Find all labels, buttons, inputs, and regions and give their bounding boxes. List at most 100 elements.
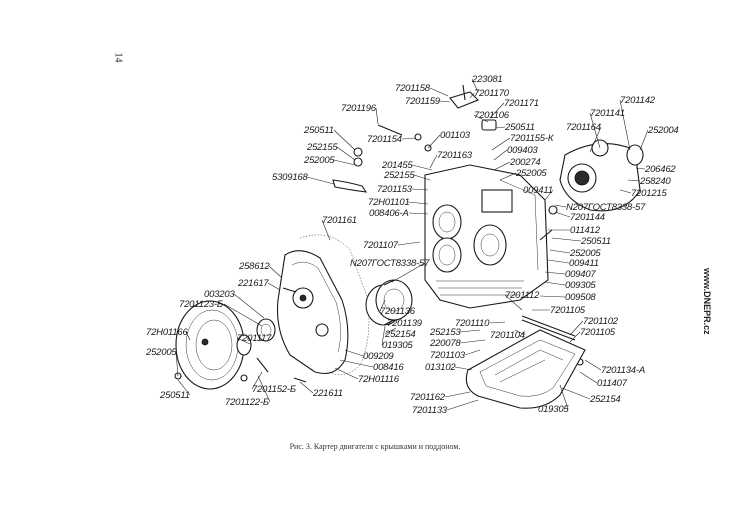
leader-line: [589, 126, 602, 153]
leader-line: [267, 282, 281, 291]
part-label: 221617: [237, 278, 269, 289]
leader-line: [539, 295, 566, 298]
part-label: 7201170: [474, 88, 510, 99]
part-label: 221611: [312, 388, 343, 399]
part-label: 7201133: [412, 405, 448, 416]
part-label: 250511: [504, 122, 535, 133]
part-label: 7201158: [395, 83, 431, 94]
leader-line: [446, 399, 479, 411]
leader-line: [464, 349, 481, 356]
part-label: 7201163: [437, 150, 473, 161]
leader-line: [429, 87, 449, 97]
part-label: 011412: [570, 225, 601, 236]
leader-line: [407, 201, 429, 205]
part-label: 7201215: [631, 188, 668, 199]
leader-line: [619, 99, 631, 151]
leader-line: [579, 371, 598, 384]
leader-line: [413, 174, 431, 181]
leader-line: [251, 371, 263, 390]
leader-line: [544, 189, 554, 201]
part-label: 250511: [303, 125, 334, 136]
leader-line: [589, 112, 601, 149]
leader-line: [635, 167, 646, 170]
part-label: 009508: [565, 292, 596, 303]
leader-line: [375, 107, 379, 125]
part-label: 7201122-Б: [225, 397, 269, 408]
leader-line: [175, 351, 179, 377]
parts-drawing: [174, 84, 644, 409]
part-label: 011407: [597, 378, 628, 389]
part-label: 258612: [238, 261, 270, 272]
leader-line: [459, 339, 486, 344]
part-label: 7201153: [377, 184, 413, 195]
part-label: 252004: [647, 125, 679, 136]
part-label: 019305: [382, 340, 413, 351]
leader-line: [491, 137, 511, 151]
watermark: www.DNEPR.cz: [702, 268, 712, 335]
part-label: 7201196: [341, 103, 377, 114]
part-label: 201455: [381, 160, 413, 171]
part-label: 009411: [523, 185, 553, 196]
part-label: 7201164: [566, 122, 601, 133]
leader-line: [584, 359, 602, 371]
part-label: 008406-А: [369, 208, 409, 219]
part-label: 7201142: [620, 95, 656, 106]
leader-line: [444, 391, 471, 398]
part-label: 7201102: [583, 316, 619, 327]
bearing-housing-part: [365, 279, 413, 326]
leader-line: [411, 188, 429, 191]
part-label: 7201162: [410, 392, 446, 403]
leader-line: [177, 379, 191, 396]
leader-line: [549, 249, 571, 254]
part-label: 7201144: [570, 212, 605, 223]
part-label: 019305: [538, 404, 569, 415]
leader-line: [469, 92, 475, 99]
part-label: 252005: [515, 168, 547, 179]
leader-line: [495, 126, 506, 129]
part-label: 009305: [565, 280, 596, 291]
part-label: 252154: [384, 329, 416, 340]
leader-line: [185, 331, 191, 341]
part-label: 7201136: [380, 306, 416, 317]
leader-line: [514, 329, 526, 336]
leader-line: [334, 367, 359, 380]
leader-line: [321, 219, 331, 241]
part-label: 7201103: [430, 350, 466, 361]
part-label: 008416: [373, 362, 404, 373]
part-label: 7201105: [550, 305, 586, 316]
part-label: 72Н01116: [358, 374, 400, 385]
part-label: 200274: [509, 157, 541, 168]
leader-line: [493, 161, 511, 171]
leader-line: [379, 299, 386, 312]
part-label: 7201112: [505, 290, 540, 301]
part-label: 223081: [471, 74, 503, 85]
part-label: 7201161: [322, 215, 357, 226]
part-label: 252155: [306, 142, 338, 153]
leader-line: [401, 137, 417, 140]
leader-line: [489, 321, 506, 324]
leader-line: [473, 114, 489, 123]
part-label: 7201155-К: [510, 133, 555, 144]
leader-lines: [175, 78, 649, 411]
leader-line: [336, 146, 356, 161]
timing-cover-part: [276, 250, 349, 375]
part-label: 7201171: [504, 98, 539, 109]
part-label: 252005: [303, 155, 335, 166]
leader-line: [459, 329, 481, 333]
leader-line: [236, 337, 251, 345]
part-label: 009403: [507, 145, 538, 156]
leader-line: [391, 262, 426, 283]
leader-line: [384, 327, 397, 335]
part-label: 7201139: [387, 318, 423, 329]
leader-line: [223, 303, 263, 327]
leader-line: [569, 331, 581, 343]
part-label: 220078: [429, 338, 461, 349]
leader-line: [439, 100, 451, 103]
part-label: 72Н01166: [146, 327, 188, 338]
part-label: N207ГОСТ8338-57: [350, 258, 430, 269]
crankcase-block-part: [424, 164, 549, 309]
leader-line: [627, 179, 641, 182]
figure-caption: Рис. 3. Картер двигателя с крышками и по…: [289, 442, 461, 451]
part-label: 258240: [639, 176, 671, 187]
